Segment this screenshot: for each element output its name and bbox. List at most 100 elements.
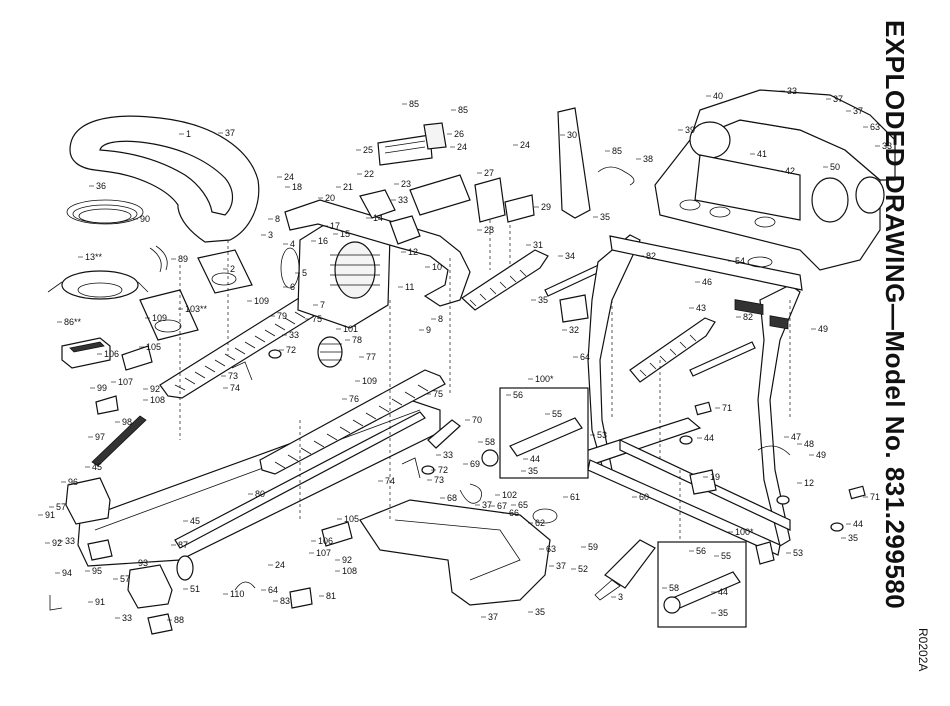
callout-label: 25 bbox=[363, 145, 373, 155]
frame-tube bbox=[284, 199, 471, 307]
callout-label: 60 bbox=[639, 492, 649, 502]
callout-label: 69 bbox=[470, 459, 480, 469]
callout-label: 50 bbox=[830, 162, 840, 172]
callout-label: 35 bbox=[538, 295, 548, 305]
callout-label: 45 bbox=[190, 516, 200, 526]
cd-case-103 bbox=[139, 289, 199, 341]
callout-label: 75 bbox=[433, 389, 443, 399]
callout-label: 35 bbox=[600, 212, 610, 222]
pad-71b bbox=[848, 485, 866, 500]
callout-label: 1 bbox=[186, 129, 191, 139]
callout-label: 35 bbox=[528, 466, 538, 476]
callout-label: 49 bbox=[818, 324, 828, 334]
callout-label: 59 bbox=[588, 542, 598, 552]
callout-label: 24 bbox=[520, 140, 530, 150]
callout-label: 58 bbox=[485, 437, 495, 447]
callout-label: 78 bbox=[352, 335, 362, 345]
callout-label: 45 bbox=[92, 462, 102, 472]
bracket-27 bbox=[474, 177, 506, 223]
callout-label: 88 bbox=[174, 615, 184, 625]
callout-label: 51 bbox=[190, 584, 200, 594]
callout-label: 92 bbox=[342, 555, 352, 565]
callout-label: 85 bbox=[409, 99, 419, 109]
callout-label: 77 bbox=[366, 352, 376, 362]
callout-label: 37 bbox=[225, 128, 235, 138]
title-block: EXPLODED DRAWING—Model No. 831.299580 bbox=[878, 20, 948, 609]
callout-label: 20 bbox=[325, 193, 335, 203]
callout-label: 9 bbox=[426, 325, 431, 335]
callout-label: 38 bbox=[643, 154, 653, 164]
callout-label: 96 bbox=[68, 477, 78, 487]
callout-label: 37 bbox=[556, 561, 566, 571]
callout-label: 68 bbox=[447, 493, 457, 503]
callout-label: 90 bbox=[140, 214, 150, 224]
callout-label: 17 bbox=[330, 221, 340, 231]
callout-label: 107 bbox=[316, 548, 331, 558]
bracket-32 bbox=[559, 294, 589, 323]
motor bbox=[334, 241, 376, 299]
callout-label: 16 bbox=[318, 236, 328, 246]
callout-label: 36 bbox=[96, 181, 106, 191]
callout-label: 10 bbox=[432, 262, 442, 272]
incline-motor bbox=[604, 539, 656, 589]
callout-label: 44 bbox=[718, 587, 728, 597]
callout-label: 40 bbox=[713, 91, 723, 101]
callout-label: 13** bbox=[85, 252, 103, 262]
transformer bbox=[423, 122, 447, 150]
callout-label: 109 bbox=[254, 296, 269, 306]
callout-label: 53 bbox=[597, 430, 607, 440]
callout-label: 23 bbox=[401, 179, 411, 189]
callout-label: 106 bbox=[104, 349, 119, 359]
callout-label: 19 bbox=[710, 472, 720, 482]
handrail-43 bbox=[629, 317, 716, 383]
callout-label: 64 bbox=[580, 352, 590, 362]
callout-label: 102 bbox=[502, 490, 517, 500]
callout-label: 107 bbox=[118, 377, 133, 387]
callout-label: 95 bbox=[92, 566, 102, 576]
callout-label: 44 bbox=[704, 433, 714, 443]
callout-label: 61 bbox=[570, 492, 580, 502]
callout-label: 21 bbox=[343, 182, 353, 192]
callout-label: 29 bbox=[541, 202, 551, 212]
safety-strap bbox=[557, 107, 591, 219]
callout-label: 33 bbox=[65, 536, 75, 546]
callout-label: 58 bbox=[669, 583, 679, 593]
base-crossbar bbox=[587, 459, 781, 556]
cable-48 bbox=[757, 445, 791, 456]
callout-label: 94 bbox=[62, 568, 72, 578]
callout-label: 91 bbox=[95, 597, 105, 607]
callout-label: 55 bbox=[552, 409, 562, 419]
callout-label: 82 bbox=[743, 312, 753, 322]
strip-98 bbox=[91, 415, 147, 467]
callout-label: 86** bbox=[64, 317, 82, 327]
callout-label: 3 bbox=[618, 592, 623, 602]
callout-label: 31 bbox=[533, 240, 543, 250]
callout-label: 42 bbox=[785, 166, 795, 176]
callout-label: 82 bbox=[646, 251, 656, 261]
belt-right bbox=[259, 369, 446, 475]
callout-label: 2 bbox=[230, 264, 235, 274]
callout-label: 33 bbox=[289, 330, 299, 340]
callout-label: 12 bbox=[804, 478, 814, 488]
callout-label: 44 bbox=[530, 454, 540, 464]
callout-label: 93 bbox=[138, 558, 148, 568]
callout-label: 75 bbox=[312, 314, 322, 324]
callout-label: 64 bbox=[268, 585, 278, 595]
callout-label: 55 bbox=[721, 551, 731, 561]
callout-label: 56 bbox=[696, 546, 706, 556]
callout-label: 15 bbox=[340, 229, 350, 239]
rear-foot-93 bbox=[127, 564, 173, 609]
cable-coil bbox=[66, 199, 144, 225]
callout-label: 46 bbox=[702, 277, 712, 287]
callout-label: 53 bbox=[793, 548, 803, 558]
callout-label: 4 bbox=[290, 239, 295, 249]
callout-label: 37 bbox=[488, 612, 498, 622]
callout-label: 35 bbox=[535, 607, 545, 617]
cd-case-2 bbox=[197, 249, 253, 294]
callout-label: 52 bbox=[578, 564, 588, 574]
pad-71a bbox=[694, 401, 712, 416]
rear-roller bbox=[176, 555, 194, 581]
cable-69 bbox=[459, 483, 483, 504]
motor-hood bbox=[69, 115, 260, 243]
